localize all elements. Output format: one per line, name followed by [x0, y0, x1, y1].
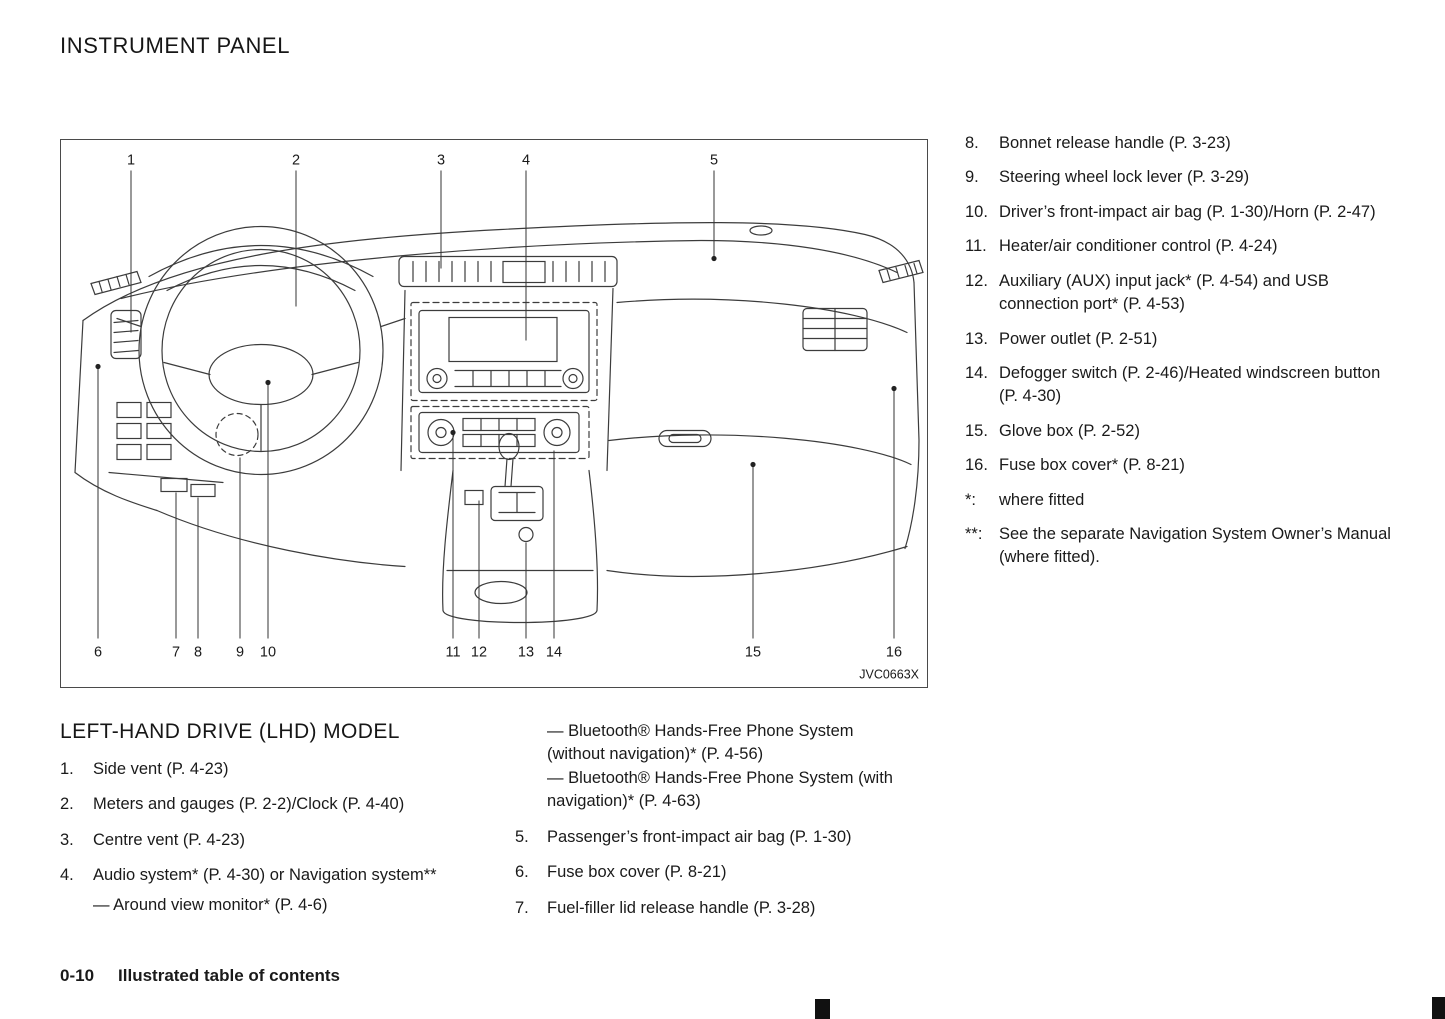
item-number: 13.	[965, 329, 988, 348]
item-number: 16.	[965, 456, 988, 475]
callout-label-1: 1	[127, 153, 135, 169]
item-text: where fitted	[999, 490, 1085, 509]
item-number: *:	[965, 490, 977, 509]
list-item: 4. Audio system* (P. 4-30) or Navigation …	[60, 864, 495, 887]
item-number: 14.	[965, 363, 988, 382]
item-number: 4.	[60, 866, 74, 885]
item-number: 8.	[965, 134, 979, 152]
callout-labels: 1 2 3 4 5 6 7 8 9 10 11 12 13 14 15 16	[94, 153, 902, 661]
item-text: See the separate Navigation System Owner…	[999, 525, 1391, 567]
item-number: 9.	[965, 168, 979, 187]
left-item-list: 1. Side vent (P. 4-23) 2. Meters and gauge…	[60, 758, 495, 929]
page-edge-mark	[1432, 997, 1445, 1019]
item-text: Steering wheel lock lever (P. 3-29)	[999, 168, 1250, 187]
list-item: 13. Power outlet (P. 2-51)	[965, 328, 1393, 351]
callout-label-3: 3	[437, 153, 445, 169]
section-heading: LEFT-HAND DRIVE (LHD) MODEL	[60, 720, 400, 743]
figure-code: JVC0663X	[859, 668, 919, 682]
list-item: 2. Meters and gauges (P. 2-2)/Clock (P. 4…	[60, 793, 495, 816]
page-number: 0-10	[60, 966, 95, 985]
item-text: Driver’s front-impact air bag (P. 1-30)/…	[999, 202, 1376, 221]
callout-label-4: 4	[522, 153, 530, 169]
dashboard-diagram: 1 2 3 4 5 6 7 8 9 10 11 12 13 14 15 16 J…	[74, 153, 924, 682]
page-edge-mark	[815, 999, 830, 1019]
item-number: 1.	[60, 760, 74, 778]
item-text: Defogger switch (P. 2-46)/Heated windscr…	[999, 363, 1381, 406]
callout-label-10: 10	[260, 645, 276, 661]
list-item: 8. Bonnet release handle (P. 3-23)	[965, 132, 1393, 155]
item-text: Passenger’s front-impact air bag (P. 1-3…	[547, 827, 852, 846]
list-item: 14. Defogger switch (P. 2-46)/Heated wind…	[965, 362, 1393, 409]
list-item: 5. Passenger’s front-impact air bag (P. 1…	[515, 826, 900, 849]
list-item: 1. Side vent (P. 4-23)	[60, 758, 495, 781]
item-text: Auxiliary (AUX) input jack* (P. 4-54) an…	[999, 271, 1329, 314]
list-item: 10. Driver’s front-impact air bag (P. 1-3…	[965, 201, 1393, 224]
footnote-double-asterisk: **: See the separate Navigation System Ow…	[965, 523, 1393, 570]
item-text: Power outlet (P. 2-51)	[999, 329, 1158, 348]
list-item: 12. Auxiliary (AUX) input jack* (P. 4-54)…	[965, 270, 1393, 317]
item-number: 15.	[965, 421, 988, 440]
item-number: 2.	[60, 795, 74, 814]
right-item-list: 8. Bonnet release handle (P. 3-23) 9. Stee…	[965, 132, 1393, 581]
continuation-line: — Bluetooth® Hands-Free Phone System (wi…	[547, 768, 893, 811]
callout-label-14: 14	[546, 645, 562, 661]
callout-label-9: 9	[236, 645, 244, 661]
item-text: Centre vent (P. 4-23)	[93, 830, 245, 849]
item-number: 3.	[60, 830, 74, 849]
callout-label-7: 7	[172, 645, 180, 661]
item-number: 10.	[965, 202, 988, 221]
item-number: 7.	[515, 898, 529, 917]
item-text: Fuse box cover* (P. 8-21)	[999, 456, 1185, 475]
item-number: 6.	[515, 863, 529, 882]
page-footer: 0-10 Illustrated table of contents	[60, 966, 340, 986]
page-title: INSTRUMENT PANEL	[60, 33, 291, 58]
item-number: 11.	[965, 237, 987, 256]
callout-label-6: 6	[94, 645, 102, 661]
callout-label-2: 2	[292, 153, 300, 169]
item-text: Side vent (P. 4-23)	[93, 760, 229, 778]
item-text: Fuse box cover (P. 8-21)	[547, 863, 727, 882]
continuation-line: — Bluetooth® Hands-Free Phone System (wi…	[547, 722, 854, 764]
item-text: Bonnet release handle (P. 3-23)	[999, 134, 1231, 152]
middle-item-list: — Bluetooth® Hands-Free Phone System (wi…	[515, 720, 900, 932]
callout-label-12: 12	[471, 645, 487, 661]
list-item: 16. Fuse box cover* (P. 8-21)	[965, 454, 1393, 477]
item-number: **:	[965, 525, 983, 544]
callout-label-5: 5	[710, 153, 718, 169]
callout-label-8: 8	[194, 645, 202, 661]
callout-dots	[95, 255, 897, 468]
list-item: 11. Heater/air conditioner control (P. 4-…	[965, 235, 1393, 258]
item-text: Fuel-filler lid release handle (P. 3-28)	[547, 898, 816, 917]
footer-title: Illustrated table of contents	[118, 966, 341, 985]
callout-label-16: 16	[886, 645, 902, 661]
item-text: Audio system* (P. 4-30) or Navigation sy…	[93, 866, 437, 885]
list-item: 7. Fuel-filler lid release handle (P. 3-2…	[515, 897, 900, 920]
list-item: 3. Centre vent (P. 4-23)	[60, 829, 495, 852]
callout-lines	[97, 170, 895, 639]
dashboard-art	[74, 222, 924, 624]
item-number: 5.	[515, 827, 529, 846]
item-text: Glove box (P. 2-52)	[999, 421, 1140, 440]
sub-item-around-view-monitor: — Around view monitor* (P. 4-6)	[93, 895, 328, 914]
callout-label-13: 13	[518, 645, 534, 661]
callout-label-15: 15	[745, 645, 761, 661]
item-text: Meters and gauges (P. 2-2)/Clock (P. 4-4…	[93, 795, 405, 814]
callout-label-11: 11	[445, 645, 460, 661]
footnote-single-asterisk: *: where fitted	[965, 489, 1393, 512]
item-number: 12.	[965, 271, 988, 290]
list-item: 6. Fuse box cover (P. 8-21)	[515, 861, 900, 884]
item-text: Heater/air conditioner control (P. 4-24)	[999, 237, 1278, 256]
instrument-panel-figure: 1 2 3 4 5 6 7 8 9 10 11 12 13 14 15 16 J…	[60, 139, 928, 688]
list-item: 9. Steering wheel lock lever (P. 3-29)	[965, 166, 1393, 189]
list-item: 15. Glove box (P. 2-52)	[965, 420, 1393, 443]
